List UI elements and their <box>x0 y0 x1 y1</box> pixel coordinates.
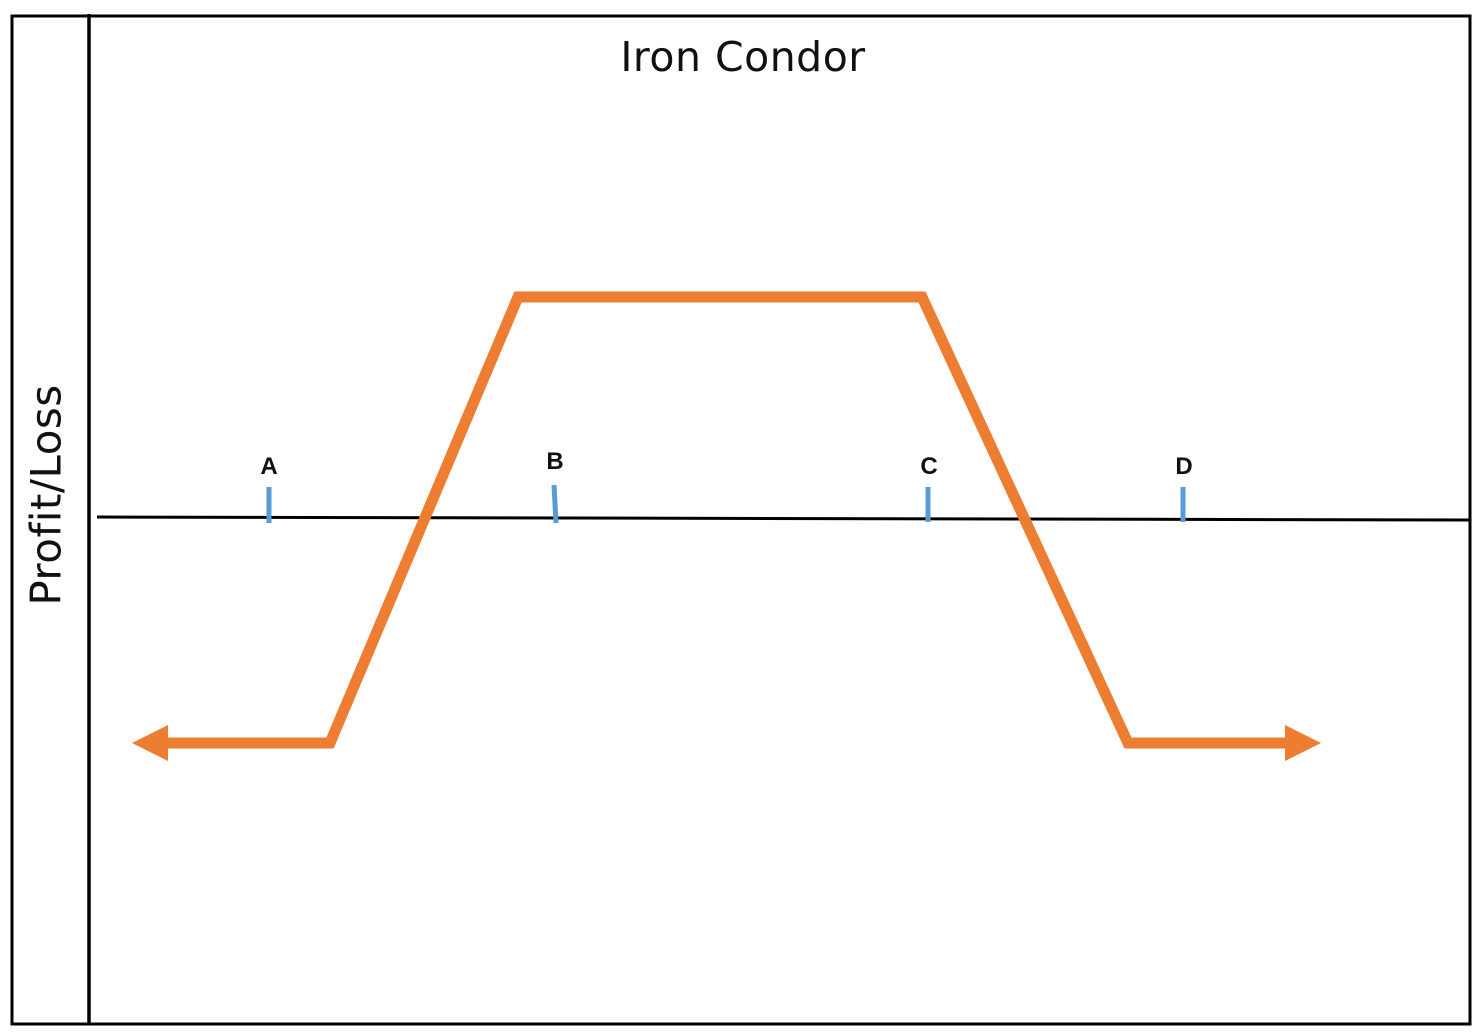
zero-axis-line <box>96 515 1471 522</box>
strike-label-b: B <box>546 448 564 475</box>
chart-title: Iron Condor <box>620 33 866 81</box>
right-arrow-icon <box>1285 725 1321 761</box>
left-arrow-icon <box>132 725 168 761</box>
payoff-line <box>166 291 1288 749</box>
strike-label-c: C <box>920 453 938 480</box>
strike-label-a: A <box>260 453 278 480</box>
strike-tick-b <box>551 484 559 524</box>
y-axis-label: Profit/Loss <box>21 384 71 606</box>
strike-label-d: D <box>1175 453 1193 480</box>
